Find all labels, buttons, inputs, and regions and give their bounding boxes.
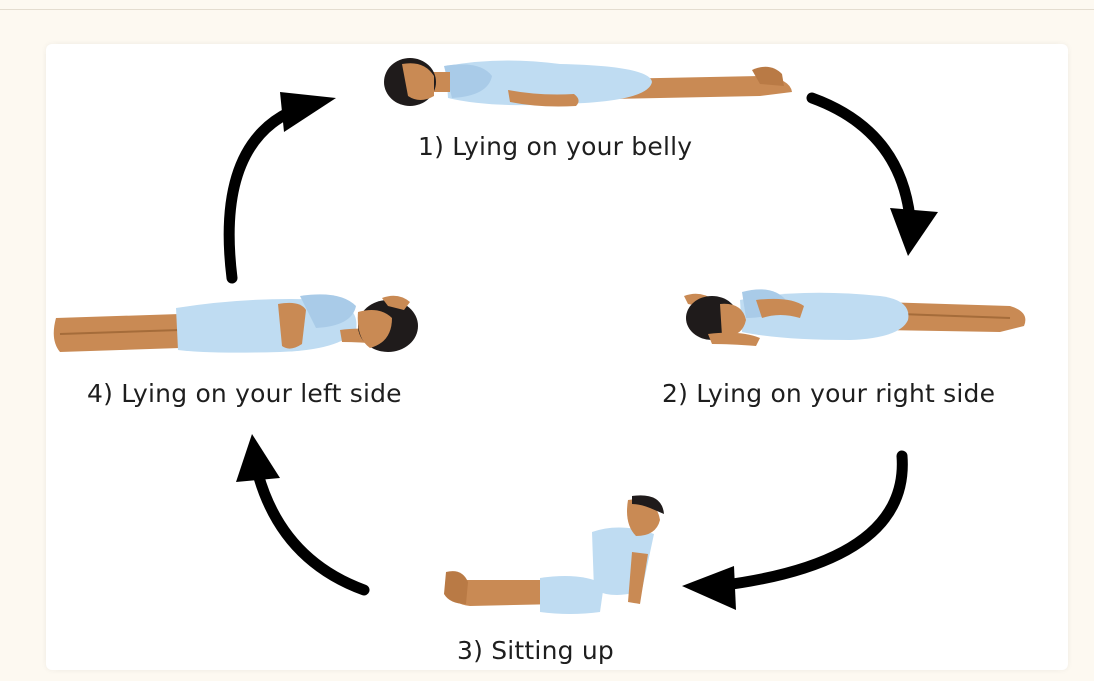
- figure-sitting-up: [444, 495, 664, 614]
- arrowhead-down-right: [890, 208, 938, 256]
- step-4-label: 4) Lying on your left side: [87, 379, 402, 408]
- step-1-label: 1) Lying on your belly: [418, 132, 692, 161]
- step-3-label: 3) Sitting up: [457, 636, 614, 665]
- arrow-heads: [236, 92, 938, 610]
- figure-lying-on-belly: [384, 58, 792, 107]
- arrowhead-left-bottom: [682, 566, 736, 610]
- arrow-left-side-to-belly: [229, 112, 290, 278]
- arrow-belly-to-right-side: [812, 98, 910, 218]
- figure-lying-on-right-side: [684, 289, 1025, 346]
- arrow-right-side-to-sitting: [718, 456, 902, 586]
- arrow-sitting-to-left-side: [258, 474, 364, 590]
- arrowhead-right-top: [280, 92, 336, 132]
- step-2-label: 2) Lying on your right side: [662, 379, 995, 408]
- arrowhead-up-left: [236, 434, 280, 482]
- figure-lying-on-left-side: [54, 294, 418, 352]
